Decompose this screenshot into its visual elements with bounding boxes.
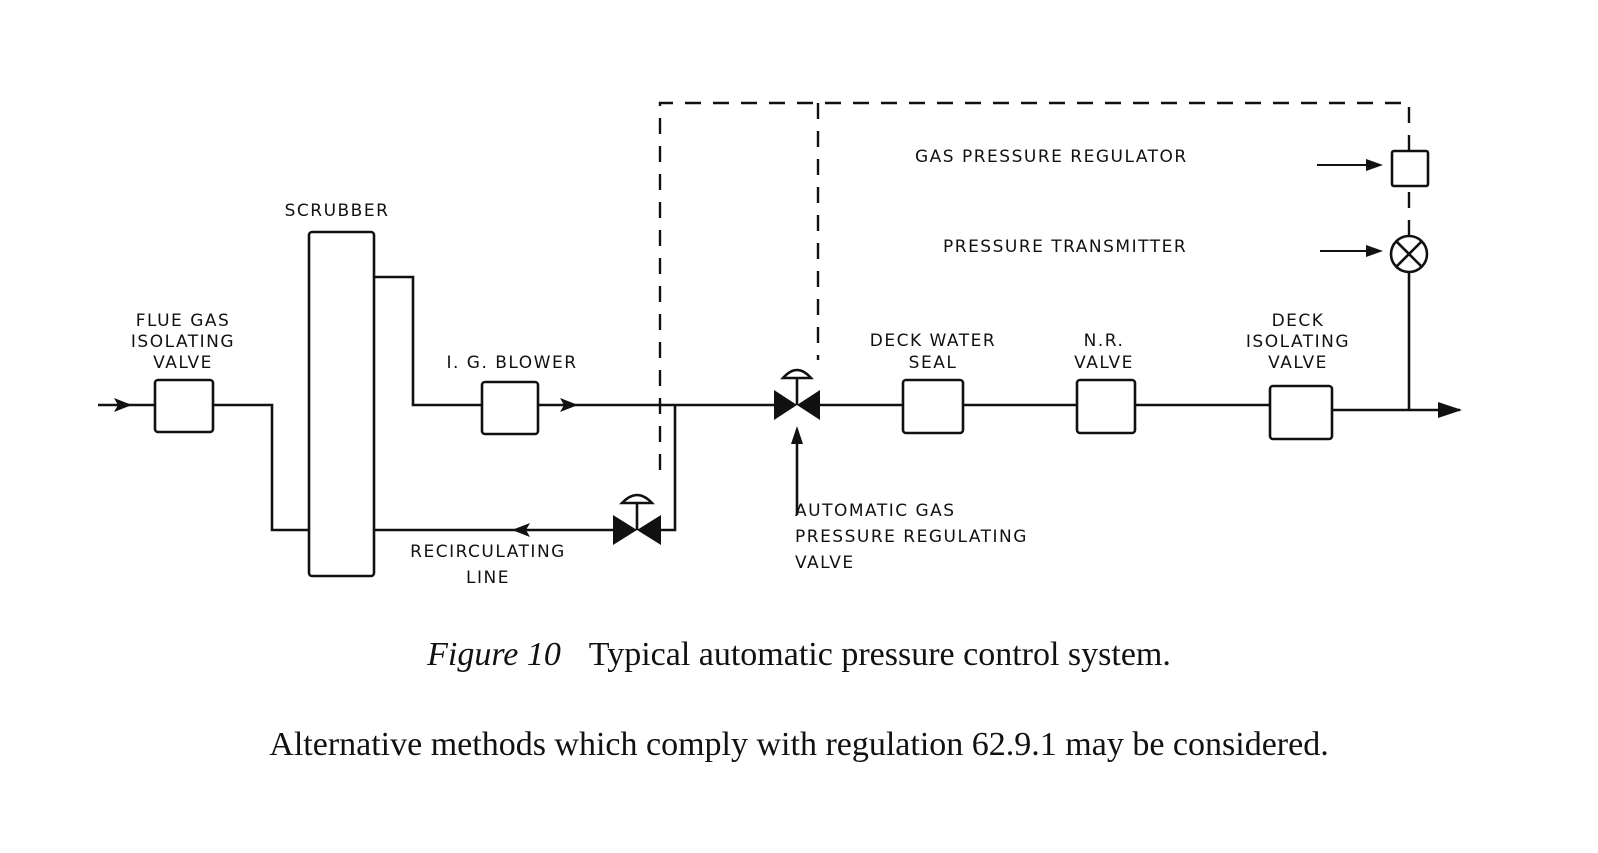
gas-pressure-regulator-label: GAS PRESSURE REGULATOR: [915, 147, 1188, 167]
recirculating-line-label-1: RECIRCULATING: [410, 542, 566, 562]
deck-isolating-valve-label-3: VALVE: [1268, 353, 1328, 373]
flue-gas-valve-label-1: FLUE GAS: [136, 311, 231, 331]
auto-valve-label-1: AUTOMATIC GAS: [795, 501, 956, 521]
deck-isolating-valve: [1268, 384, 1334, 441]
gas-pressure-regulator-pointer-arrow-icon: [1366, 159, 1383, 171]
deck-water-seal-label-1: DECK WATER: [870, 331, 996, 351]
recirculating-line-label-2: LINE: [466, 568, 510, 588]
valve-to-scrubber-pipe: [213, 403, 309, 532]
ig-blower: [480, 380, 540, 436]
inlet-flow-arrow-icon: [114, 398, 132, 412]
recirculating-branch-pipe: [661, 405, 677, 532]
deck-water-seal: [901, 378, 965, 435]
deck-isolating-valve-label-2: ISOLATING: [1246, 332, 1350, 352]
blower-flow-arrow-icon: [560, 398, 578, 412]
pressure-control-diagram: FLUE GAS ISOLATING VALVE SCRUBBER I. G. …: [98, 101, 1462, 588]
deck-water-seal-label-2: SEAL: [909, 353, 958, 373]
auto-valve-label-3: VALVE: [795, 553, 855, 573]
control-signal-to-recirculating-valve: [658, 101, 1411, 480]
regulation-note: Alternative methods which comply with re…: [269, 726, 1329, 763]
deck-isolating-valve-label-1: DECK: [1272, 311, 1325, 331]
gas-pressure-regulator-icon: [1390, 149, 1430, 188]
outlet-flow-arrow-icon: [1438, 402, 1462, 418]
ig-blower-label: I. G. BLOWER: [446, 353, 577, 373]
pressure-transmitter-pointer-arrow-icon: [1366, 245, 1383, 257]
scrubber-to-blower-pipe: [374, 275, 482, 407]
pressure-transmitter-icon: [1389, 234, 1429, 274]
nr-valve-label-2: VALVE: [1074, 353, 1134, 373]
figure-label: Figure 10: [427, 636, 561, 673]
flue-gas-isolating-valve: [153, 378, 215, 434]
auto-valve-label-2: PRESSURE REGULATING: [795, 527, 1028, 547]
recirculating-control-valve-icon: [613, 493, 661, 545]
nr-valve-label-1: N.R.: [1084, 331, 1125, 351]
scrubber: [307, 230, 376, 578]
scrubber-label: SCRUBBER: [285, 201, 390, 221]
recirculating-flow-arrow-icon: [512, 523, 530, 537]
inlet-pipe: [98, 398, 155, 412]
auto-valve-pointer-arrow-icon: [791, 426, 803, 444]
nr-valve: [1075, 378, 1137, 435]
flue-gas-valve-label-2: ISOLATING: [131, 332, 235, 352]
automatic-pressure-regulating-valve-icon: [774, 368, 820, 420]
figure-title: Typical automatic pressure control syste…: [588, 636, 1171, 673]
figure-caption: Figure 10 Typical automatic pressure con…: [0, 636, 1598, 674]
flue-gas-valve-label-3: VALVE: [153, 353, 213, 373]
pressure-transmitter-label: PRESSURE TRANSMITTER: [943, 237, 1187, 257]
